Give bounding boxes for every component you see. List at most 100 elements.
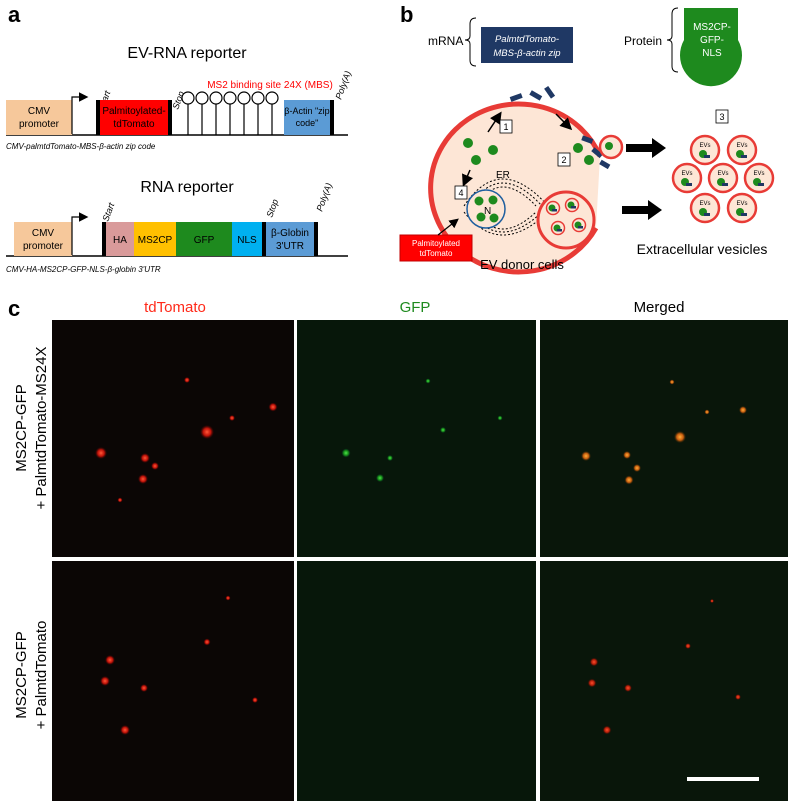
rna-polya-bar (314, 222, 318, 256)
rna-polya-label: Poly(A) (314, 182, 333, 213)
palm-tdtomato-label-2: tdTomato (420, 249, 453, 258)
rna-promoter-box (14, 222, 72, 256)
ev-polya-bar (330, 100, 334, 135)
ev-vesicle-label: EVs (699, 143, 710, 149)
mrna-brace-icon (464, 17, 477, 67)
panel-b: b mRNA PalmtdTomato- MBS-β-actin zip Pro… (399, 2, 775, 275)
rna-caption: CMV-HA-MS2CP-GFP-NLS-β-globin 3'UTR (6, 265, 161, 274)
mbs-label: MS2 binding site 24X (MBS) (207, 80, 333, 91)
panel-a: a EV-RNA reporter MS2 binding site 24X (… (6, 2, 353, 274)
col-label-merged: Merged (634, 299, 685, 316)
ms2-stem-loops-icon (181, 91, 279, 135)
micrograph-r1-merged (540, 320, 788, 557)
ev-vesicle: EVs (707, 162, 739, 194)
ev-start-arrow-icon (71, 92, 89, 134)
mrna-box (481, 27, 573, 63)
ms2cp-box (134, 222, 176, 256)
ev-vesicle-label: EVs (736, 143, 747, 149)
ev-vesicle-label: EVs (699, 201, 710, 207)
budding-vesicle-2 (536, 190, 596, 250)
palm-tdtomato-box (399, 234, 473, 262)
col-label-tdtomato: tdTomato (144, 299, 206, 316)
nls-box (232, 222, 262, 256)
globin-label-1: β-Globin (271, 228, 309, 239)
row2-label-1: MS2CP-GFP (13, 631, 30, 719)
ev-rna-construct: EV-RNA reporter MS2 binding site 24X (MB… (6, 45, 353, 151)
release-arrow-1-icon (626, 138, 666, 158)
er-label: ER (496, 170, 510, 181)
protein-brace-icon (666, 7, 679, 73)
palm-tdtomato-label-1: Palmitoylated (412, 239, 460, 248)
ev-label: Extracellular vesicles (637, 241, 768, 257)
ev-donor-cell: ER N (428, 85, 624, 275)
mrna-box-label-2: MBS-β-actin zip (493, 48, 560, 59)
micrograph-r2-merged (540, 561, 788, 801)
spots-r1-gfp (341, 378, 503, 482)
step2-arrow-icon (555, 113, 573, 131)
micrograph-r2-gfp (297, 561, 536, 801)
micrograph-r2-tdtomato (52, 561, 294, 801)
ms2cp-label: MS2CP (138, 235, 173, 246)
protein-blob-icon (679, 8, 742, 87)
rna-title: RNA reporter (140, 179, 234, 196)
step2-box (557, 152, 571, 167)
ev-vesicle: EVs (689, 192, 721, 224)
release-arrow-2-icon (622, 200, 662, 220)
ev-zip-box (284, 100, 330, 135)
panel-a-letter: a (8, 2, 21, 27)
protein-label-2: GFP- (700, 35, 724, 46)
ev-polya-label: Poly(A) (333, 70, 352, 101)
cytoplasmic-protein-icons (463, 138, 594, 165)
spots-r2-tdtomato (100, 595, 258, 735)
donor-cell-label: EV donor cells (480, 257, 564, 272)
globin-label-2: 3'UTR (276, 241, 304, 252)
ev-rna-caption: CMV-palmtdTomato-MBS-β-actin zip code (6, 142, 156, 151)
rna-construct: RNA reporter CMV promoter Start HA MS2CP… (6, 179, 348, 274)
mrna-label: mRNA (428, 34, 463, 48)
ev-promoter-label-1: CMV (28, 106, 51, 117)
spots-r1-merged (581, 379, 747, 485)
protein-label: Protein (624, 34, 662, 48)
rna-promoter-label-2: promoter (23, 241, 64, 252)
row1-label-1: MS2CP-GFP (13, 384, 30, 472)
col-label-gfp: GFP (400, 299, 431, 316)
nuclear-protein-icons (474, 195, 499, 223)
ev-zip-label-1: β-Actin "zip (284, 106, 329, 116)
protein-label-3: NLS (702, 48, 722, 59)
ev-vesicle: EVs (726, 134, 758, 166)
mrna-box-label-1: PalmtdTomato- (495, 34, 559, 45)
ev-vesicle: EVs (689, 134, 721, 166)
protein-label-1: MS2CP- (693, 22, 731, 33)
rna-stop-label: Stop (264, 198, 280, 219)
ev-vesicle: EVs (743, 162, 775, 194)
rna-start-label: Start (100, 201, 116, 223)
step1-box (499, 119, 513, 134)
rna-promoter-label-1: CMV (32, 228, 55, 239)
ha-label: HA (113, 235, 127, 246)
ev-vesicle: EVs (671, 162, 703, 194)
rna-start-bar (102, 222, 106, 256)
ha-box (106, 222, 134, 256)
ev-vesicle-label: EVs (717, 171, 728, 177)
rna-start-arrow-icon (71, 212, 89, 255)
micrograph-r1-gfp (297, 320, 536, 557)
budding-vesicle-2-cargo-icons (545, 197, 587, 236)
nucleus-label: N (484, 206, 491, 217)
ev-vesicle-label: EVs (736, 201, 747, 207)
ev-zip-label-2: code" (296, 118, 319, 128)
ev-vesicle-label: EVs (681, 171, 692, 177)
nls-label: NLS (237, 235, 257, 246)
panel-b-letter: b (400, 2, 413, 27)
row2-label-2: + PalmtdTomato (33, 621, 50, 730)
rna-stop-bar (262, 222, 266, 256)
mrna-dash-icons (509, 85, 611, 170)
ev-rna-title: EV-RNA reporter (127, 45, 247, 62)
panel-c: c tdTomato GFP Merged MS2CP-GFP + Palmtd… (8, 296, 788, 801)
panel-c-letter: c (8, 296, 20, 321)
row1-label-2: + PalmtdTomato-MS24X (33, 347, 50, 510)
step1-arrow-icon (487, 111, 502, 133)
step4-arrow-icon (462, 169, 474, 187)
scale-bar (687, 777, 759, 781)
step3-label: 3 (719, 112, 724, 122)
